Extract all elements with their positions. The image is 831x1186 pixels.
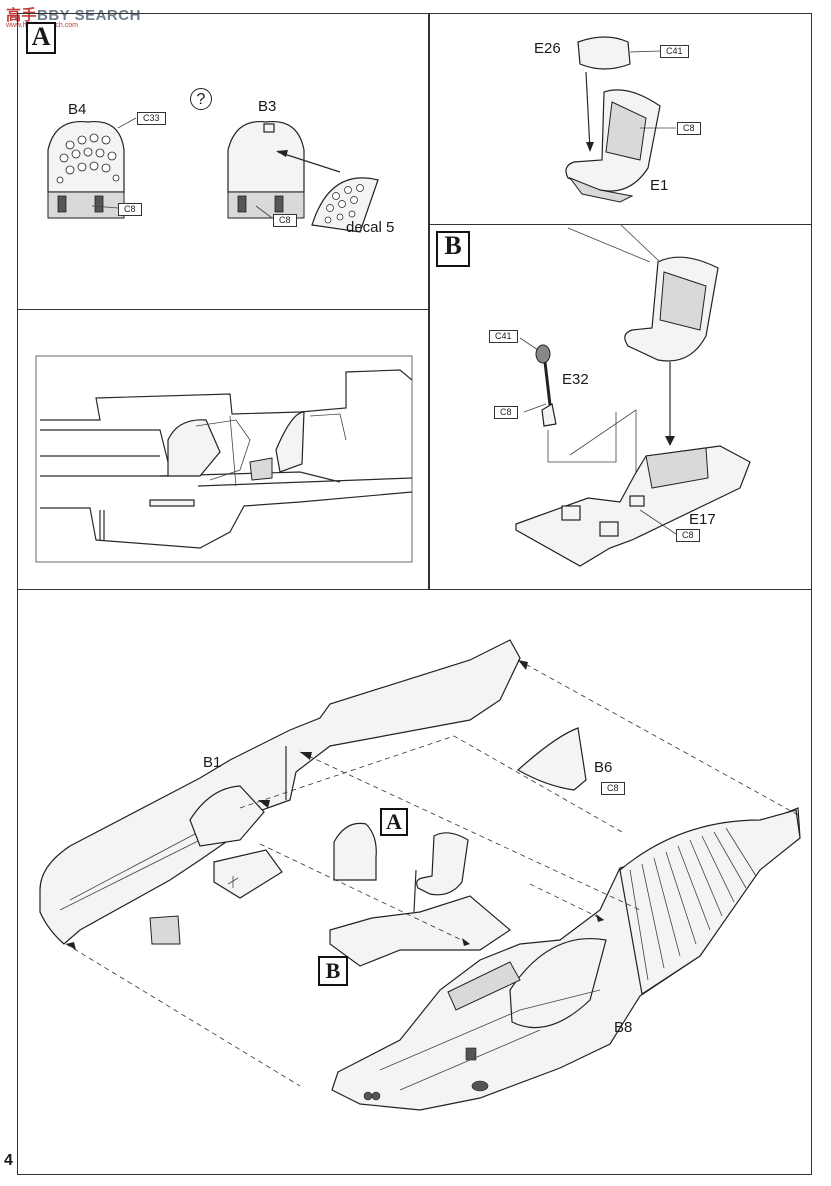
watermark-text-b: BBY SEARCH — [37, 7, 141, 24]
fuselage-half-b8 — [331, 807, 801, 1111]
color-label-c8-b3: C8 — [273, 214, 297, 227]
floor-e17 — [515, 445, 751, 567]
part-label-b3: B3 — [258, 98, 277, 115]
part-label-b8: B8 — [614, 1019, 633, 1036]
cockpit-side-view — [35, 355, 413, 563]
panel-sideview-frame — [17, 309, 429, 590]
color-label-c41-seat: C41 — [660, 45, 689, 58]
fuselage-half-b1 — [39, 639, 521, 945]
control-stick-e32 — [535, 344, 557, 427]
instrument-panel-b4 — [47, 120, 125, 219]
part-label-e26: E26 — [534, 40, 561, 57]
color-label-c8-floor: C8 — [676, 529, 700, 542]
watermark: 高手BBY SEARCH — [6, 4, 141, 25]
watermark-text-a: 高手 — [6, 7, 38, 24]
step-b-ref: B — [318, 956, 348, 986]
page-number: 4 — [4, 1152, 13, 1169]
color-label-c8-seat: C8 — [677, 122, 701, 135]
rudder-pedal-block — [213, 849, 283, 899]
color-label-c8-b6: C8 — [601, 782, 625, 795]
color-label-c8-stick: C8 — [494, 406, 518, 419]
step-a-ref: A — [380, 808, 408, 836]
color-label-c8-b4: C8 — [118, 203, 142, 216]
color-label-c41-stick: C41 — [489, 330, 518, 343]
decal-5-shape — [311, 177, 379, 233]
question-mark-icon: ? — [190, 88, 212, 110]
decal-label: decal 5 — [346, 219, 395, 236]
part-label-b6: B6 — [594, 759, 613, 776]
part-label-e1: E1 — [650, 177, 669, 194]
seat-e1 — [565, 89, 661, 203]
part-label-e17: E17 — [689, 511, 716, 528]
part-label-e32: E32 — [562, 371, 589, 388]
seat-installed — [624, 256, 719, 362]
step-b-label: B — [436, 231, 470, 267]
bulkhead-b6 — [516, 727, 587, 791]
color-label-c33: C33 — [137, 112, 166, 125]
seat-cushion-e26 — [577, 36, 631, 70]
seat-b-installed — [329, 832, 511, 967]
panel-a-installed — [333, 822, 377, 881]
part-label-b1: B1 — [203, 754, 222, 771]
instrument-panel-b3 — [227, 120, 305, 219]
step-a-label: A — [26, 22, 56, 54]
part-label-b4: B4 — [68, 101, 87, 118]
